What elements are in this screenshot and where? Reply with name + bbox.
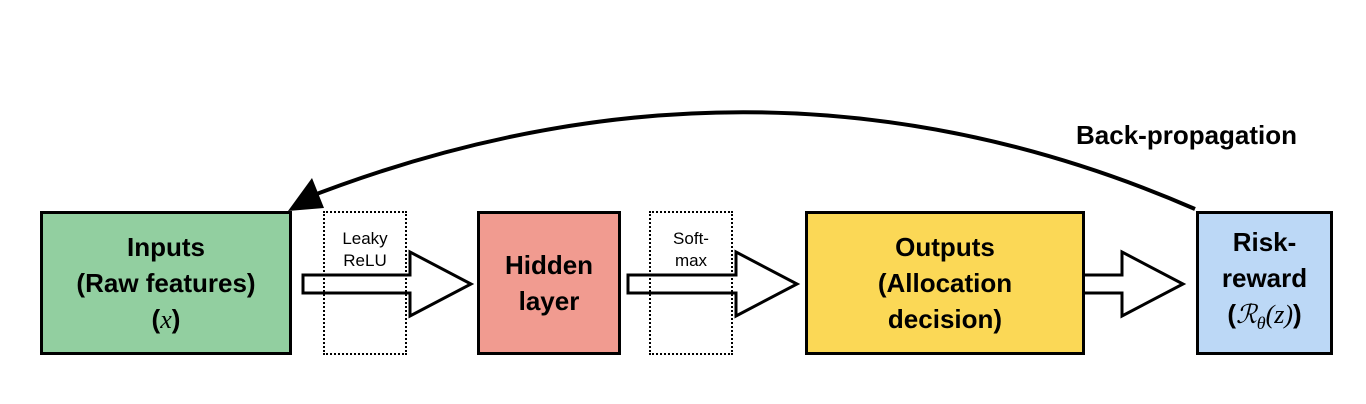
arrow-outputs-to-risk bbox=[1074, 249, 1187, 319]
inputs-subtitle: (Raw features) bbox=[76, 267, 256, 298]
backprop-arc bbox=[300, 110, 1196, 211]
hidden-layer-node: Hidden layer bbox=[477, 211, 621, 355]
activation-label-leaky-relu: Leaky ReLU bbox=[323, 228, 407, 272]
outputs-subtitle-2: decision) bbox=[887, 304, 1003, 334]
backprop-label: Back-propagation bbox=[1076, 120, 1298, 150]
activation-box-leaky-relu bbox=[323, 211, 407, 355]
activation-label-line2: ReLU bbox=[343, 251, 387, 270]
inputs-symbol: (x) bbox=[151, 303, 181, 334]
arrow-hidden-to-outputs bbox=[626, 249, 801, 319]
arrow-inputs-to-hidden bbox=[301, 249, 475, 319]
activation-label-line1: Leaky bbox=[342, 229, 388, 248]
hidden-title: Hidden bbox=[504, 250, 594, 280]
inputs-node: Inputs (Raw features) (x) bbox=[40, 211, 292, 355]
inputs-title: Inputs bbox=[127, 231, 205, 262]
risk-title-2: reward bbox=[1221, 263, 1308, 294]
risk-formula: (ℛθ(z)) bbox=[1227, 299, 1302, 334]
activation-box-softmax bbox=[649, 211, 733, 355]
outputs-title: Outputs bbox=[895, 232, 995, 262]
outputs-subtitle-1: (Allocation bbox=[877, 268, 1013, 298]
risk-title-1: Risk- bbox=[1232, 227, 1297, 258]
hidden-subtitle: layer bbox=[518, 286, 580, 316]
activation-label-line1: Soft- bbox=[673, 229, 709, 248]
outputs-node: Outputs (Allocation decision) bbox=[805, 211, 1085, 355]
activation-label-line2: max bbox=[674, 251, 708, 270]
backprop-arrowhead bbox=[288, 178, 324, 211]
activation-label-softmax: Soft- max bbox=[649, 228, 733, 272]
risk-reward-node: Risk- reward (ℛθ(z)) bbox=[1196, 211, 1333, 355]
